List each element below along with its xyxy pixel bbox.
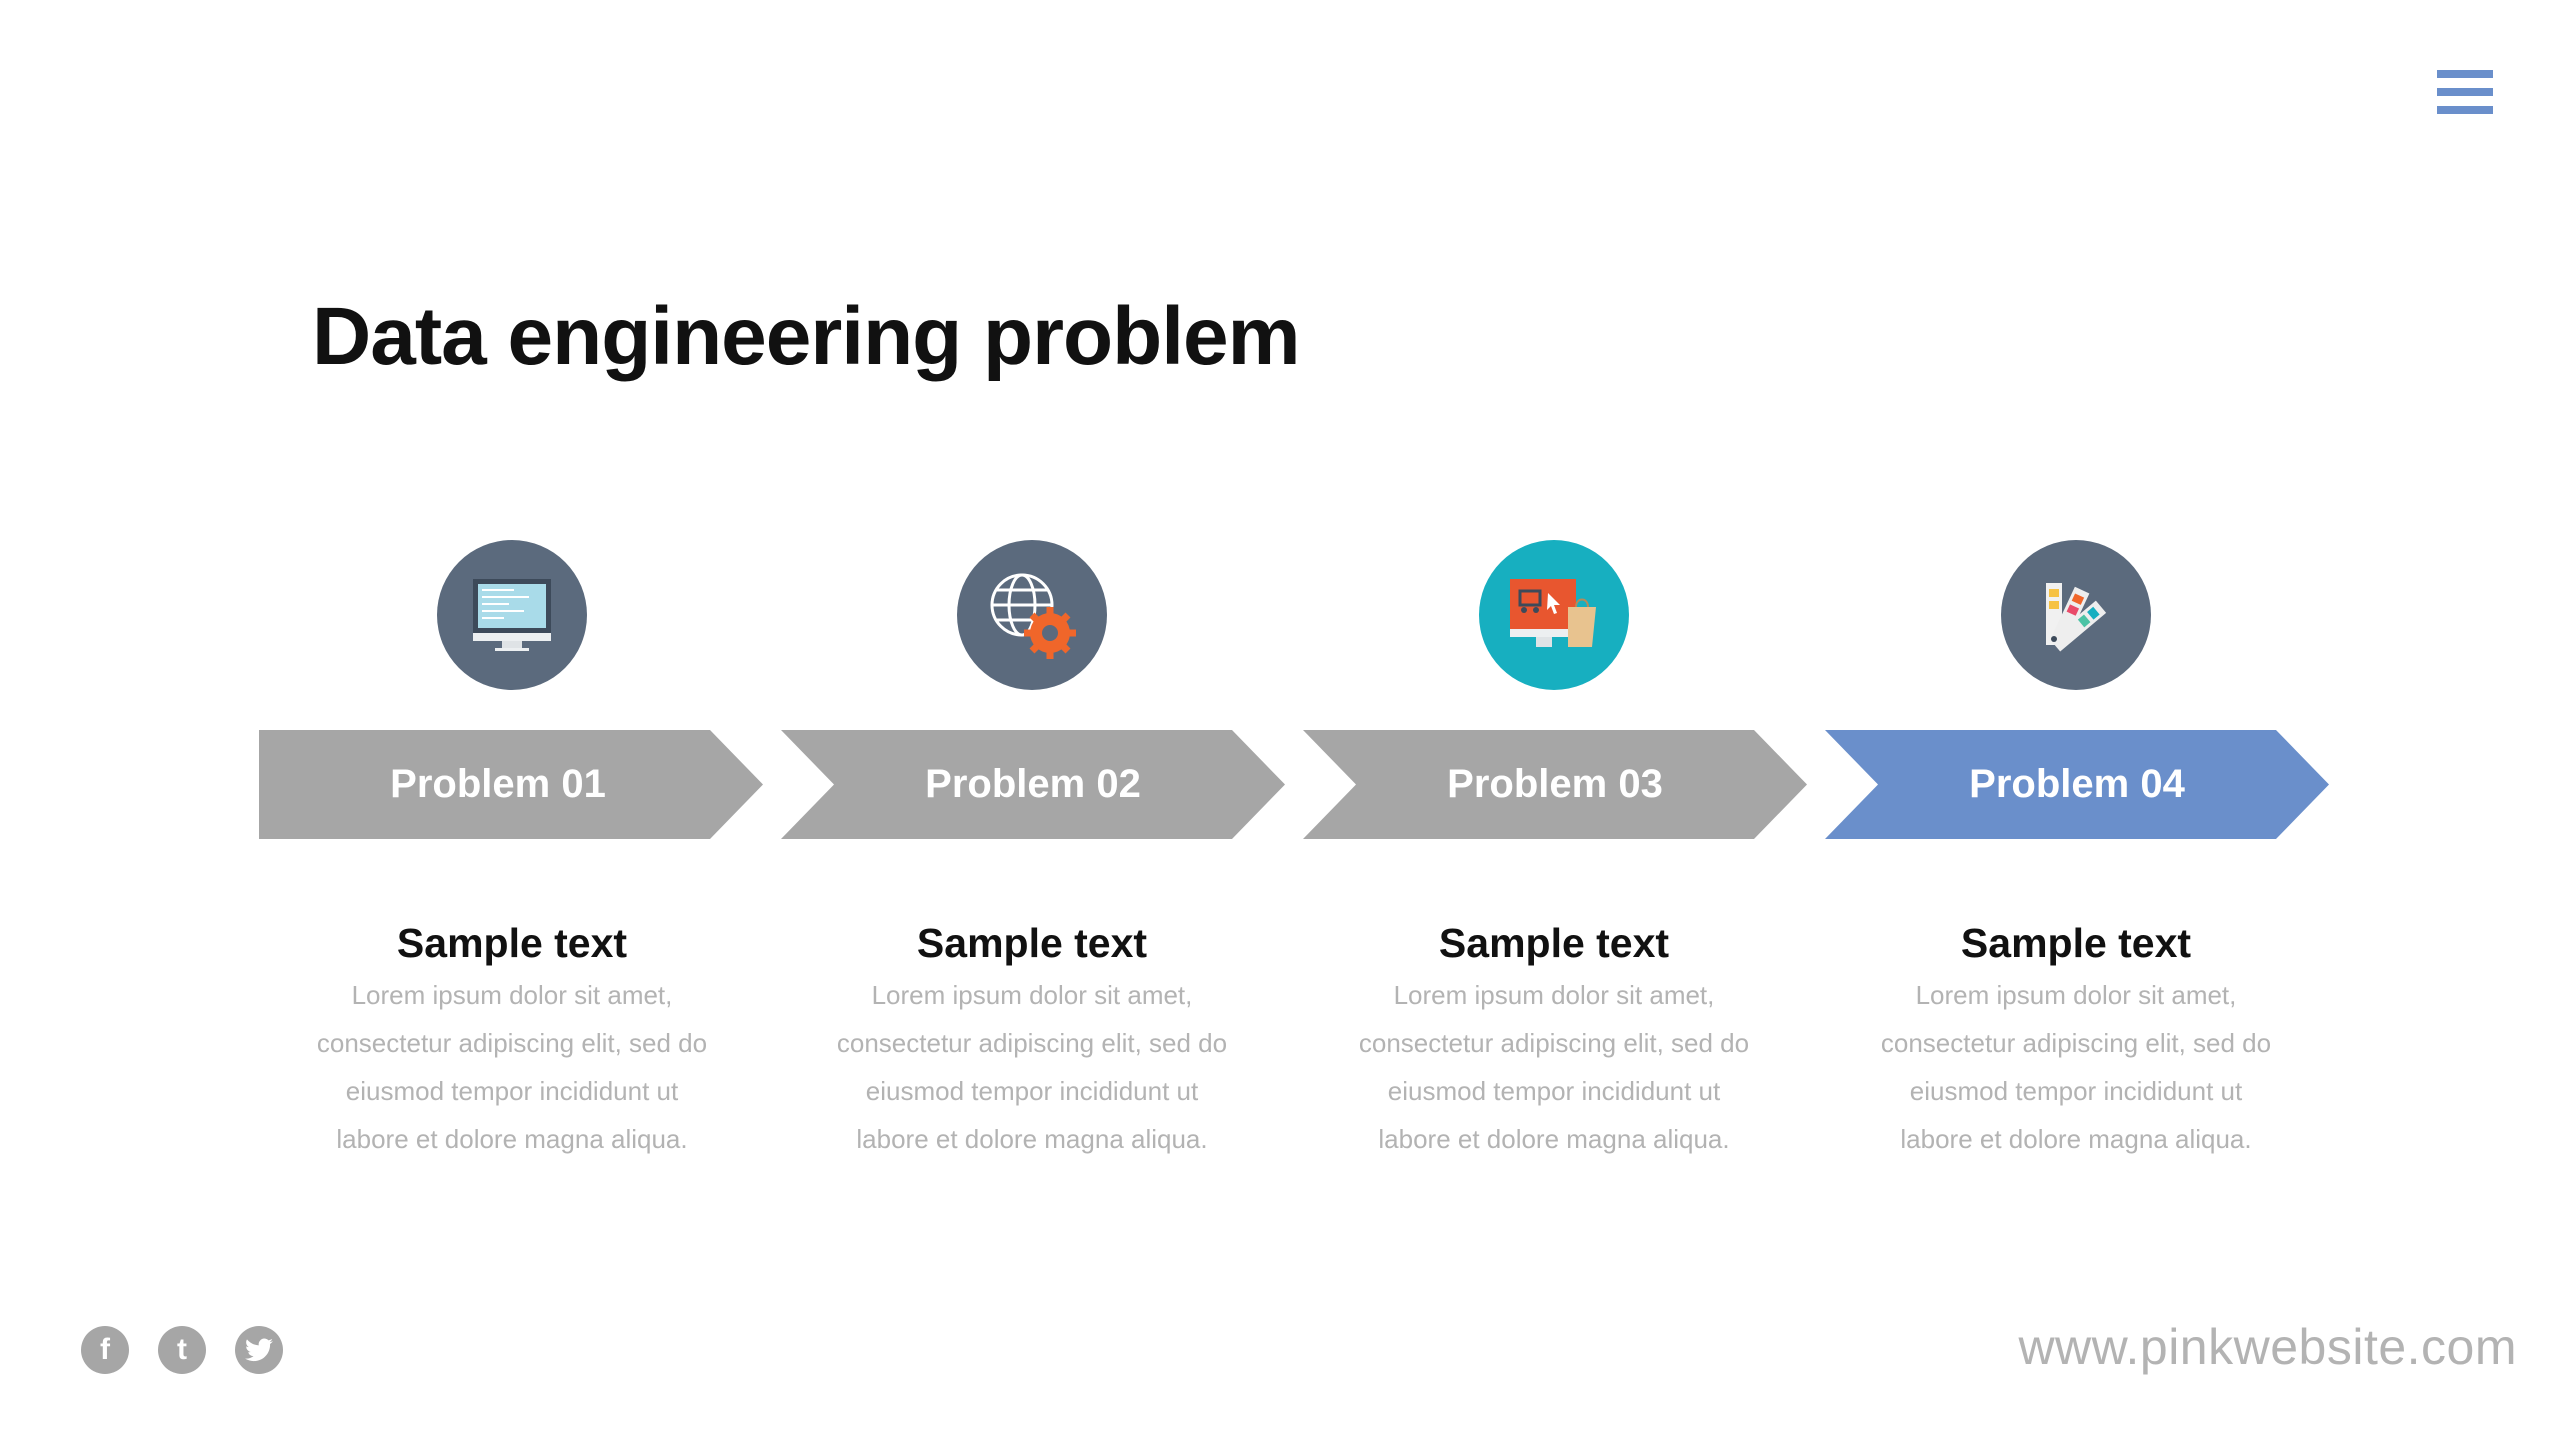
step-heading: Sample text	[916, 920, 1148, 966]
body-line: eiusmod tempor incididunt ut	[345, 1076, 679, 1106]
step-arrow-problem-03[interactable]: Problem 03	[1303, 730, 1807, 839]
body-line: Lorem ipsum dolor sit amet,	[871, 980, 1193, 1010]
step-label: Problem 01	[390, 762, 606, 806]
hamburger-menu-icon[interactable]	[2437, 70, 2493, 118]
twitter-bird-icon	[245, 1338, 273, 1362]
step-label: Problem 02	[925, 762, 1141, 806]
body-line: labore et dolore magna aliqua.	[336, 1124, 688, 1154]
body-line: eiusmod tempor incididunt ut	[865, 1076, 1199, 1106]
body-line: consectetur adipiscing elit, sed do	[1358, 1028, 1750, 1058]
facebook-glyph: f	[100, 1333, 110, 1366]
step-heading: Sample text	[396, 920, 628, 966]
body-line: consectetur adipiscing elit, sed do	[836, 1028, 1228, 1058]
arrow-shape	[1303, 730, 1807, 839]
body-line: Lorem ipsum dolor sit amet,	[1915, 980, 2237, 1010]
body-line: consectetur adipiscing elit, sed do	[316, 1028, 708, 1058]
step-description-3: Sample text Lorem ipsum dolor sit amet, c…	[1294, 915, 1814, 1163]
arrow-shape	[781, 730, 1285, 839]
color-palette-icon	[2001, 540, 2151, 690]
page-title: Data engineering problem	[312, 291, 1301, 382]
body-line: labore et dolore magna aliqua.	[856, 1124, 1208, 1154]
step-arrow-problem-01[interactable]: Problem 01	[259, 730, 763, 839]
facebook-icon[interactable]: f	[81, 1326, 129, 1374]
arrow-shape	[1825, 730, 2329, 839]
step-description-2: Sample text Lorem ipsum dolor sit amet, c…	[772, 915, 1292, 1163]
body-line: labore et dolore magna aliqua.	[1900, 1124, 2252, 1154]
step-arrow-problem-04[interactable]: Problem 04	[1825, 730, 2329, 839]
body-line: eiusmod tempor incididunt ut	[1909, 1076, 2243, 1106]
step-description-4: Sample text Lorem ipsum dolor sit amet, c…	[1816, 915, 2336, 1163]
shopping-cart-monitor-icon	[1479, 540, 1629, 690]
step-label: Problem 03	[1447, 762, 1663, 806]
arrow-shape	[259, 730, 763, 839]
twitter-icon[interactable]	[235, 1326, 283, 1374]
tumblr-icon[interactable]: t	[158, 1326, 206, 1374]
body-line: Lorem ipsum dolor sit amet,	[1393, 980, 1715, 1010]
body-line: Lorem ipsum dolor sit amet,	[351, 980, 673, 1010]
body-line: labore et dolore magna aliqua.	[1378, 1124, 1730, 1154]
step-arrow-problem-02[interactable]: Problem 02	[781, 730, 1285, 839]
globe-gear-icon	[957, 540, 1107, 690]
body-line: consectetur adipiscing elit, sed do	[1880, 1028, 2272, 1058]
step-description-1: Sample text Lorem ipsum dolor sit amet, c…	[252, 915, 772, 1163]
step-heading: Sample text	[1438, 920, 1670, 966]
tumblr-glyph: t	[177, 1333, 187, 1366]
step-label: Problem 04	[1969, 762, 2185, 806]
monitor-code-icon	[437, 540, 587, 690]
body-line: eiusmod tempor incididunt ut	[1387, 1076, 1721, 1106]
step-heading: Sample text	[1960, 920, 2192, 966]
website-link[interactable]: www.pinkwebsite.com	[2018, 1319, 2517, 1375]
